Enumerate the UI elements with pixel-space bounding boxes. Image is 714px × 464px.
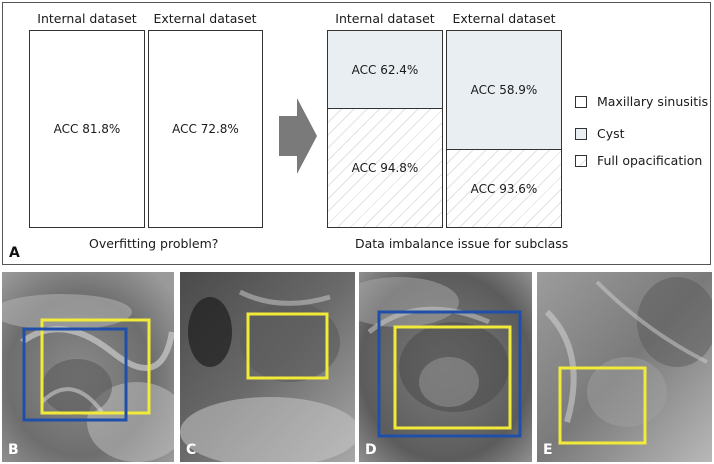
legend-full-opacification: Full opacification [575, 153, 702, 168]
bounding-box-yellow [558, 366, 647, 445]
panel-label-b: B [8, 442, 19, 458]
right-internal-header: Internal dataset [335, 11, 435, 26]
legend-swatch-white [575, 95, 587, 108]
legend-label: Cyst [597, 126, 625, 141]
bounding-box-blue [22, 327, 128, 422]
xray-image [180, 272, 355, 462]
panel-a: Internal dataset External dataset ACC 81… [2, 2, 711, 265]
bounding-box-yellow [40, 318, 151, 415]
left-internal-box: ACC 81.8% [29, 30, 145, 228]
right-internal-box: ACC 62.4% ACC 94.8% [327, 30, 443, 228]
xray-panel-c: C [180, 272, 355, 462]
left-internal-acc: ACC 81.8% [53, 122, 121, 136]
right-external-header: External dataset [452, 11, 556, 26]
xray-image [537, 272, 712, 462]
legend-swatch-cyst [575, 127, 587, 140]
legend-swatch-hatched [575, 154, 587, 167]
xray-panel-e: E [537, 272, 712, 462]
right-caption: Data imbalance issue for subclass [355, 236, 569, 251]
panel-label-d: D [365, 442, 377, 458]
right-arrow-icon [279, 98, 317, 174]
right-external-opacification-cell: ACC 93.6% [447, 150, 561, 227]
divider [328, 108, 442, 109]
legend-label: Maxillary sinusitis [597, 94, 709, 109]
xray-panel-d: D [359, 272, 532, 462]
left-external-acc: ACC 72.8% [172, 122, 239, 136]
legend-maxillary-sinusitis: Maxillary sinusitis [575, 94, 708, 109]
left-external-box: ACC 72.8% [148, 30, 263, 228]
panel-label-c: C [186, 442, 197, 458]
xray-image [359, 272, 532, 462]
left-caption: Overfitting problem? [89, 236, 219, 251]
panel-label-a: A [9, 245, 20, 261]
bounding-box-yellow [393, 325, 512, 430]
left-external-header: External dataset [153, 11, 257, 26]
right-internal-opacification-cell: ACC 94.8% [328, 109, 442, 227]
panel-label-e: E [543, 442, 553, 458]
right-external-cyst-cell: ACC 58.9% [447, 31, 561, 149]
right-internal-cyst-cell: ACC 62.4% [328, 31, 442, 108]
xray-image [2, 272, 174, 462]
divider [447, 149, 561, 150]
legend-cyst: Cyst [575, 126, 625, 141]
xray-panel-b: B [2, 272, 174, 462]
bounding-box-blue [377, 310, 522, 438]
left-internal-header: Internal dataset [37, 11, 137, 26]
legend-label: Full opacification [597, 153, 703, 168]
bounding-box-yellow [246, 312, 329, 380]
right-external-box: ACC 58.9% ACC 93.6% [446, 30, 562, 228]
